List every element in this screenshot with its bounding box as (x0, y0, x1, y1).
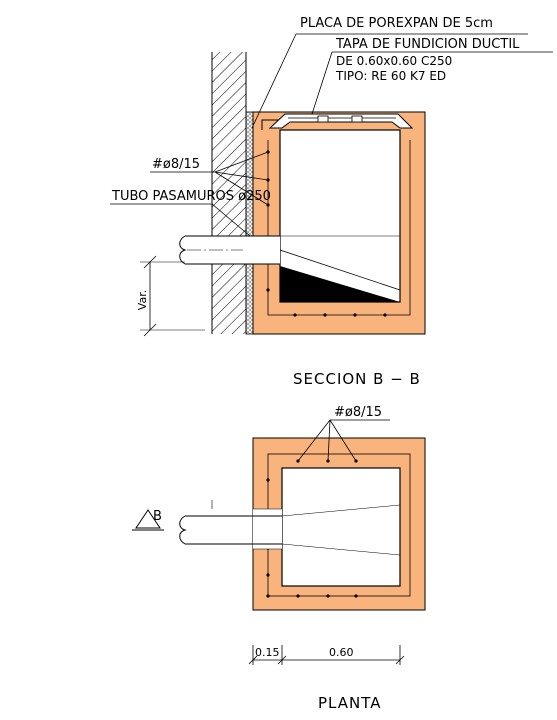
tubo-label: TUBO PASAMUROS ø250 (111, 189, 271, 204)
section-view: Var. PLACA DE POREXPAN DE 5cm TAPA DE FU… (110, 16, 553, 388)
porexpan-plate (245, 111, 254, 335)
dim-wall-label: 0.15 (255, 646, 280, 659)
section-marker-label: B (153, 509, 162, 524)
tapa-label-line1: TAPA DE FUNDICION DUCTIL (335, 37, 520, 52)
cover-frame (268, 113, 414, 129)
dim-inner-label: 0.60 (329, 646, 354, 659)
plan-title: PLANTA (318, 694, 382, 712)
rebar-section-label: #ø8/15 (152, 157, 200, 172)
leader-tapa: TAPA DE FUNDICION DUCTIL DE 0.60x0.60 C2… (311, 37, 553, 115)
placa-label: PLACA DE POREXPAN DE 5cm (300, 16, 493, 31)
var-dimension: Var. (136, 255, 205, 337)
existing-wall (212, 52, 246, 334)
tapa-label-line2: DE 0.60x0.60 C250 (336, 54, 452, 68)
plan-view: B #ø8/15 0.15 0.60 PLANTA (132, 405, 426, 712)
pipe-section (179, 235, 400, 265)
leader-placa: PLACA DE POREXPAN DE 5cm (251, 16, 528, 129)
rebar-plan-label: #ø8/15 (334, 405, 382, 420)
pipe-plan (179, 500, 401, 556)
leader-rebar-section: #ø8/15 (150, 151, 269, 206)
leader-tubo: TUBO PASAMUROS ø250 (110, 189, 271, 237)
section-title: SECCION B − B (293, 370, 421, 388)
leader-rebar-plan: #ø8/15 (297, 405, 390, 462)
var-label: Var. (136, 290, 149, 310)
tapa-label-line3: TIPO: RE 60 K7 ED (335, 69, 446, 83)
plan-interior (281, 467, 401, 587)
bench-fill (280, 266, 400, 302)
section-marker: B (132, 509, 164, 531)
plan-dimensions: 0.15 0.60 (248, 645, 405, 665)
